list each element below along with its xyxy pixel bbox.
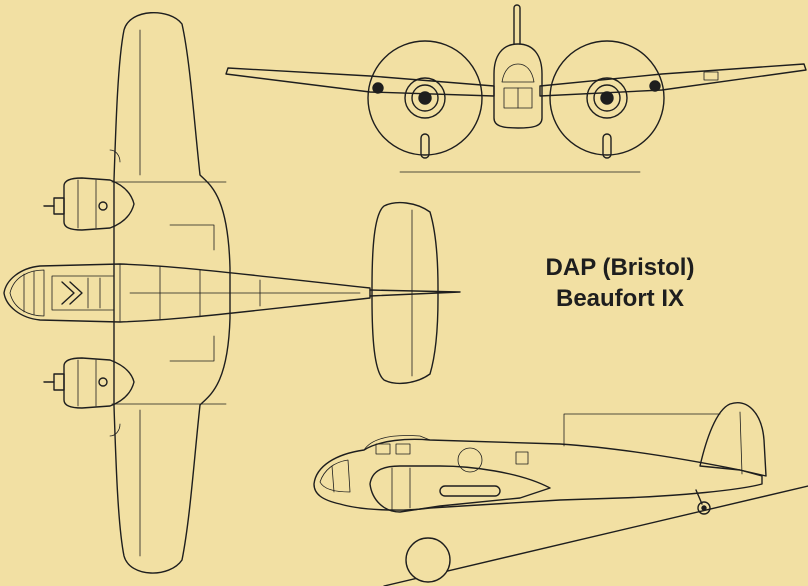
- plan-flap: [169, 224, 215, 251]
- plan-wing-outline: [113, 12, 231, 574]
- side-window: [515, 451, 529, 465]
- plan-detail: [109, 423, 121, 437]
- side-window: [395, 443, 411, 455]
- side-fin: [699, 402, 767, 477]
- front-fin: [513, 4, 521, 45]
- caption-line-2: Beaufort IX: [555, 285, 684, 312]
- plan-nacelle-lower: [43, 357, 135, 409]
- side-ground-line: [383, 485, 808, 586]
- side-tail-strut: [695, 489, 703, 505]
- front-gear-left: [420, 133, 430, 159]
- side-view: [313, 402, 808, 586]
- side-tailplane-line: [563, 413, 721, 447]
- side-canopy: [363, 435, 431, 451]
- front-engine-left: [372, 77, 446, 119]
- front-gear-right: [602, 133, 612, 159]
- plan-view: [3, 12, 461, 574]
- front-engine-right: [586, 77, 661, 119]
- front-wing-left: [225, 67, 495, 97]
- caption-line-1: DAP (Bristol): [545, 254, 695, 281]
- side-glazing-frame: [331, 465, 335, 493]
- front-fuselage: [493, 43, 543, 129]
- plan-detail: [109, 149, 121, 163]
- plan-nacelle-upper: [43, 177, 135, 231]
- plan-cockpit-chevron: [69, 281, 83, 305]
- plan-cockpit: [51, 275, 115, 311]
- front-wing-right: [539, 63, 807, 97]
- plan-flap: [169, 335, 215, 362]
- side-main-wheel: [405, 537, 451, 583]
- side-nose-glazing: [319, 459, 351, 493]
- front-prop-disc-left: [367, 40, 483, 156]
- plan-fuselage: [3, 263, 371, 323]
- aircraft-caption: DAP (Bristol) Beaufort IX: [520, 252, 720, 314]
- front-view: [225, 4, 807, 173]
- side-tail-wheel: [697, 501, 711, 515]
- plan-nose-glazing: [9, 269, 45, 317]
- side-fuselage: [313, 438, 763, 511]
- side-window: [375, 443, 391, 455]
- side-tail-wheel-hub: [701, 505, 707, 511]
- front-windscreen: [501, 63, 535, 83]
- front-prop-disc-right: [549, 40, 665, 156]
- side-nacelle: [369, 447, 551, 513]
- plan-cockpit-chevron: [61, 281, 75, 305]
- front-wing-detail: [703, 71, 719, 81]
- plan-tail-cone: [369, 289, 461, 297]
- plan-tailplane: [371, 201, 439, 385]
- side-rudder-hinge: [739, 411, 743, 475]
